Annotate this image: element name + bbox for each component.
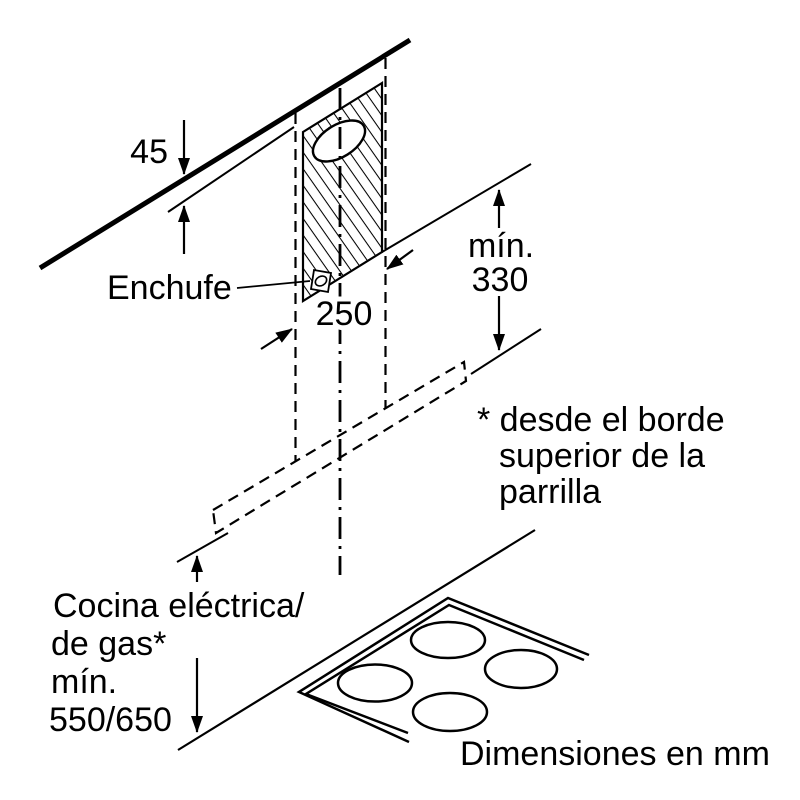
socket-leader-line: [236, 280, 311, 289]
countertop-line: [177, 529, 536, 751]
dim-45-label: 45: [130, 133, 168, 171]
ceiling-line: [38, 37, 412, 271]
socket-hole: [314, 275, 328, 287]
ref-line-330-top: [381, 163, 532, 253]
ref-line-550-top: [176, 532, 229, 563]
cooker-note-line-1: Cocina eléctrica/: [53, 587, 305, 625]
cooker-note-line-4: 550/650: [49, 701, 172, 739]
dim-330-label-value: 330: [472, 261, 529, 299]
cooktop-outline-outer: [296, 596, 590, 744]
hood-outline-dashed: [211, 360, 468, 535]
cooker-note-line-2: de gas*: [51, 625, 166, 663]
burner-top: [409, 620, 487, 660]
burner-right: [483, 648, 559, 690]
footnote-line-3: parrilla: [499, 473, 601, 511]
cooktop-outline-inner: [303, 603, 585, 735]
dim-250-label: 250: [316, 295, 373, 333]
units-caption: Dimensiones en mm: [460, 735, 770, 773]
burner-left: [336, 663, 414, 703]
footnote-line-1: * desde el borde: [477, 401, 725, 439]
cooker-note-line-3: mín.: [51, 663, 117, 701]
burner-bottom: [411, 691, 489, 733]
ref-line-330-bottom: [470, 328, 542, 375]
dim-250-arrow-right: [386, 249, 414, 270]
mounting-rail-line: [167, 126, 295, 213]
footnote-line-2: superior de la: [499, 437, 705, 475]
socket-label: Enchufe: [107, 269, 232, 307]
socket-box: [309, 268, 333, 294]
dim-330-label-min: mín.: [468, 227, 534, 265]
dim-250-arrow-left: [260, 328, 293, 350]
